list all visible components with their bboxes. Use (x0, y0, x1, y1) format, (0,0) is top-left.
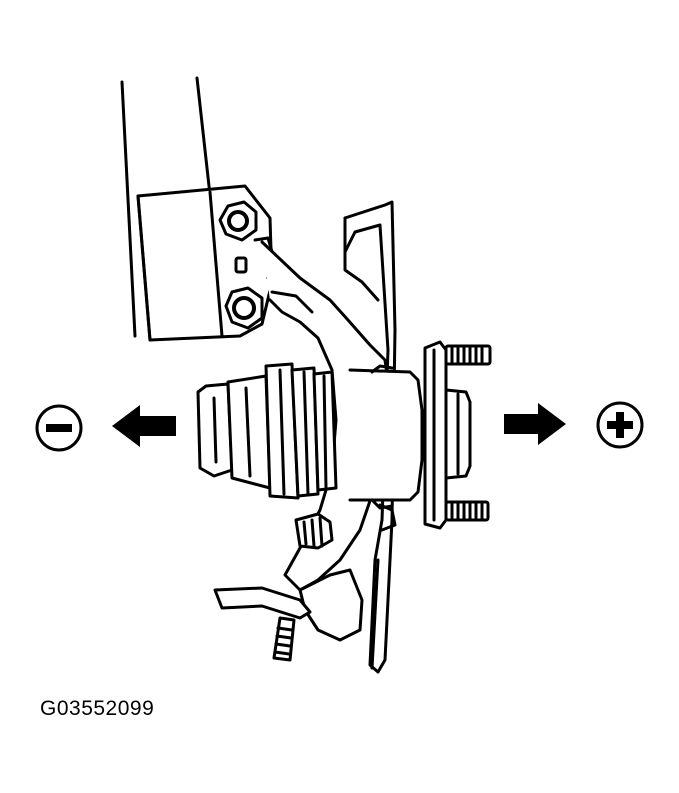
figure-code: G03552099 (40, 697, 155, 720)
hub-flange (423, 340, 448, 530)
minus-symbol-icon (35, 404, 83, 452)
negative-direction-indicator (35, 404, 176, 452)
right-arrow-icon (504, 403, 566, 445)
abs-sensor-connector (294, 512, 334, 550)
lower-wheel-stud-icon (444, 500, 490, 522)
wheel-hub (348, 364, 424, 510)
upper-wheel-stud-icon (444, 344, 492, 366)
positive-direction-indicator (504, 401, 644, 449)
lower-arm-tab (213, 586, 312, 620)
plus-symbol-icon (596, 401, 644, 449)
ball-joint-stud-icon (272, 616, 296, 662)
dust-shield (343, 200, 397, 674)
cv-boot (196, 362, 338, 500)
left-arrow-icon (112, 405, 176, 447)
strut-tube (120, 76, 212, 338)
lower-bolt-icon (224, 286, 264, 330)
steering-knuckle (260, 240, 397, 642)
hub-pilot (444, 388, 472, 480)
upper-bolt-icon (218, 200, 258, 242)
